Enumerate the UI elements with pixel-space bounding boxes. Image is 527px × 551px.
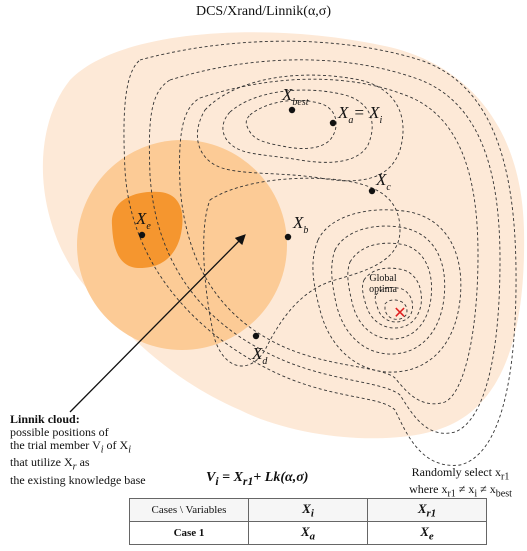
linnik-cloud-line4: the existing knowledge base <box>10 472 146 487</box>
table-cell-xe: Xe <box>367 521 487 545</box>
table-header-cases: Cases \ Variables <box>129 498 249 522</box>
contour-mid-1 <box>203 177 401 367</box>
linnik-core-region <box>111 191 183 268</box>
contour-best-1 <box>196 74 404 182</box>
label-x-best: Xbest <box>281 85 309 108</box>
linnik-cloud-line3: that utilize Xr as <box>10 455 90 473</box>
global-optima-marker-icon: ✕ <box>393 303 406 322</box>
table-row: Case 1 Xa Xe <box>129 521 487 545</box>
random-select-note: Randomly select xr1 where xr1 ≠ xi ≠ xbe… <box>398 466 523 501</box>
label-x-c: Xc <box>375 170 391 193</box>
update-formula: Vi = Xr1+ Lk(α,σ) <box>206 470 309 488</box>
point-x-c <box>368 187 376 195</box>
contour-optima-6 <box>384 299 408 320</box>
contour-lines <box>123 40 517 466</box>
linnik-cloud-line2: the trial member Vi of Xi <box>10 438 131 456</box>
label-x-b: Xb <box>292 213 308 236</box>
diagram-title: DCS/Xrand/Linnik(α,σ) <box>195 4 332 19</box>
point-x-d <box>252 332 260 340</box>
contour-best-3 <box>245 99 337 149</box>
linnik-cloud-region <box>77 140 287 350</box>
label-x-d: Xd <box>251 344 268 367</box>
contour-optima-2 <box>331 225 446 355</box>
linnik-cloud-line1: possible positions of <box>10 425 109 439</box>
contour-outer-3 <box>179 78 479 405</box>
random-select-line2: where xr1 ≠ xi ≠ xbest <box>409 482 512 500</box>
label-x-a: Xa= Xi <box>337 103 383 126</box>
label-x-e: Xe <box>135 209 151 232</box>
contour-optima-1 <box>312 209 462 373</box>
global-optima-label-line1: Global <box>369 273 396 284</box>
contour-optima-3 <box>347 242 433 340</box>
global-optima-label-line2: optima <box>369 284 397 295</box>
cases-table: Cases \ Variables Xi Xr1 Case 1 Xa Xe <box>129 498 487 545</box>
point-x-b <box>284 233 292 241</box>
contour-outer-2 <box>148 59 501 434</box>
linnik-cloud-heading: Linnik cloud: <box>10 412 80 426</box>
table-cell-xa: Xa <box>248 521 368 545</box>
table-header-xi: Xi <box>248 498 368 522</box>
contour-best-2 <box>222 89 373 163</box>
contour-outer-1 <box>123 40 517 466</box>
point-x-e <box>138 231 146 239</box>
point-x-best <box>288 106 296 114</box>
contour-optima-4 <box>362 267 422 329</box>
table-header-row: Cases \ Variables Xi Xr1 <box>129 498 487 522</box>
point-x-a <box>329 119 337 127</box>
random-select-line1: Randomly select xr1 <box>411 465 510 483</box>
linnik-cloud-arrow <box>69 234 246 413</box>
contour-optima-5 <box>374 287 413 323</box>
linnik-cloud-note: Linnik cloud: possible positions of the … <box>10 413 210 487</box>
table-row-label: Case 1 <box>129 521 249 545</box>
table-header-xr1: Xr1 <box>367 498 487 522</box>
